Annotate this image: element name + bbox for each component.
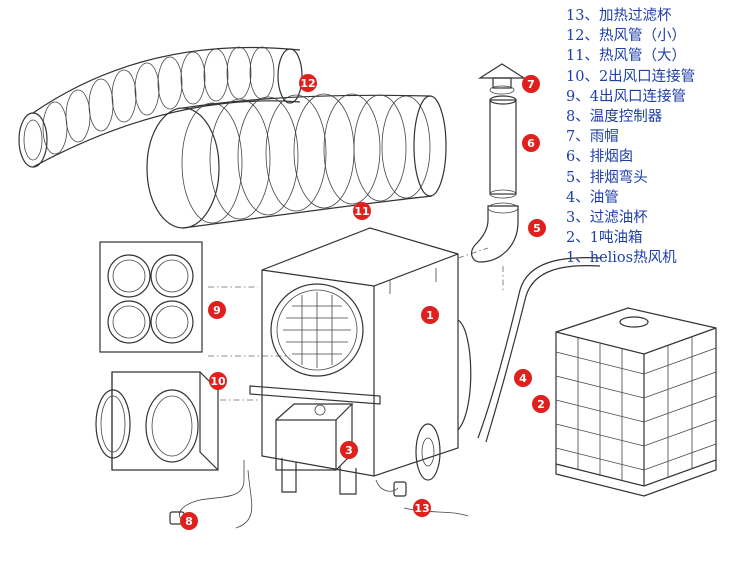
callout-6: 6: [522, 134, 540, 152]
callout-11: 11: [353, 202, 371, 220]
legend-item: 9、4出风口连接管: [566, 88, 686, 105]
callout-10: 10: [209, 372, 227, 390]
callout-12-label: 12: [300, 77, 315, 90]
legend-item: 12、热风管（小）: [566, 28, 686, 45]
four-outlet-plate: [99, 241, 290, 357]
oil-hose: [477, 257, 601, 443]
callout-5-label: 5: [533, 222, 541, 235]
callout-1-label: 1: [426, 309, 434, 322]
small-air-duct: [18, 46, 303, 168]
callout-9: 9: [208, 301, 226, 319]
callout-2-label: 2: [537, 398, 545, 411]
callout-13-label: 13: [414, 502, 429, 515]
legend-item: 11、热风管（大）: [566, 48, 686, 65]
callout-4-label: 4: [519, 372, 527, 385]
legend-item: 8、温度控制器: [566, 109, 663, 126]
callout-7-label: 7: [527, 78, 535, 91]
legend-item: 7、雨帽: [566, 129, 619, 146]
chimney-assembly: [471, 63, 527, 290]
callout-5: 5: [528, 219, 546, 237]
callout-12: 12: [299, 74, 317, 92]
legend-item: 3、过滤油杯: [566, 210, 648, 227]
parts-legend: 13、加热过滤杯 12、热风管（小） 11、热风管（大） 10、2出风口连接管 …: [566, 6, 746, 269]
callout-2: 2: [532, 395, 550, 413]
two-outlet-box: [95, 371, 258, 471]
heater-body: [249, 227, 489, 495]
legend-item: 1、helios热风机: [566, 250, 677, 267]
ibc-tank: [555, 307, 717, 497]
callout-6-label: 6: [527, 137, 535, 150]
callout-13: 13: [413, 499, 431, 517]
legend-item: 10、2出风口连接管: [566, 68, 696, 85]
callout-7: 7: [522, 75, 540, 93]
callout-8: 8: [180, 512, 198, 530]
legend-item: 2、1吨油箱: [566, 230, 643, 247]
thermostat: [169, 460, 253, 529]
heating-filter-cup: [375, 479, 469, 517]
callout-4: 4: [514, 369, 532, 387]
callout-11-label: 11: [354, 205, 369, 218]
callout-3-label: 3: [345, 444, 353, 457]
legend-item: 5、排烟弯头: [566, 169, 648, 186]
legend-item: 6、排烟囱: [566, 149, 634, 166]
legend-item: 13、加热过滤杯: [566, 8, 672, 24]
legend-item: 4、油管: [566, 189, 619, 206]
large-air-duct: [146, 93, 447, 229]
callout-3: 3: [340, 441, 358, 459]
callout-9-label: 9: [213, 304, 221, 317]
callout-8-label: 8: [185, 515, 193, 528]
callout-1: 1: [421, 306, 439, 324]
callout-10-label: 10: [210, 375, 226, 388]
